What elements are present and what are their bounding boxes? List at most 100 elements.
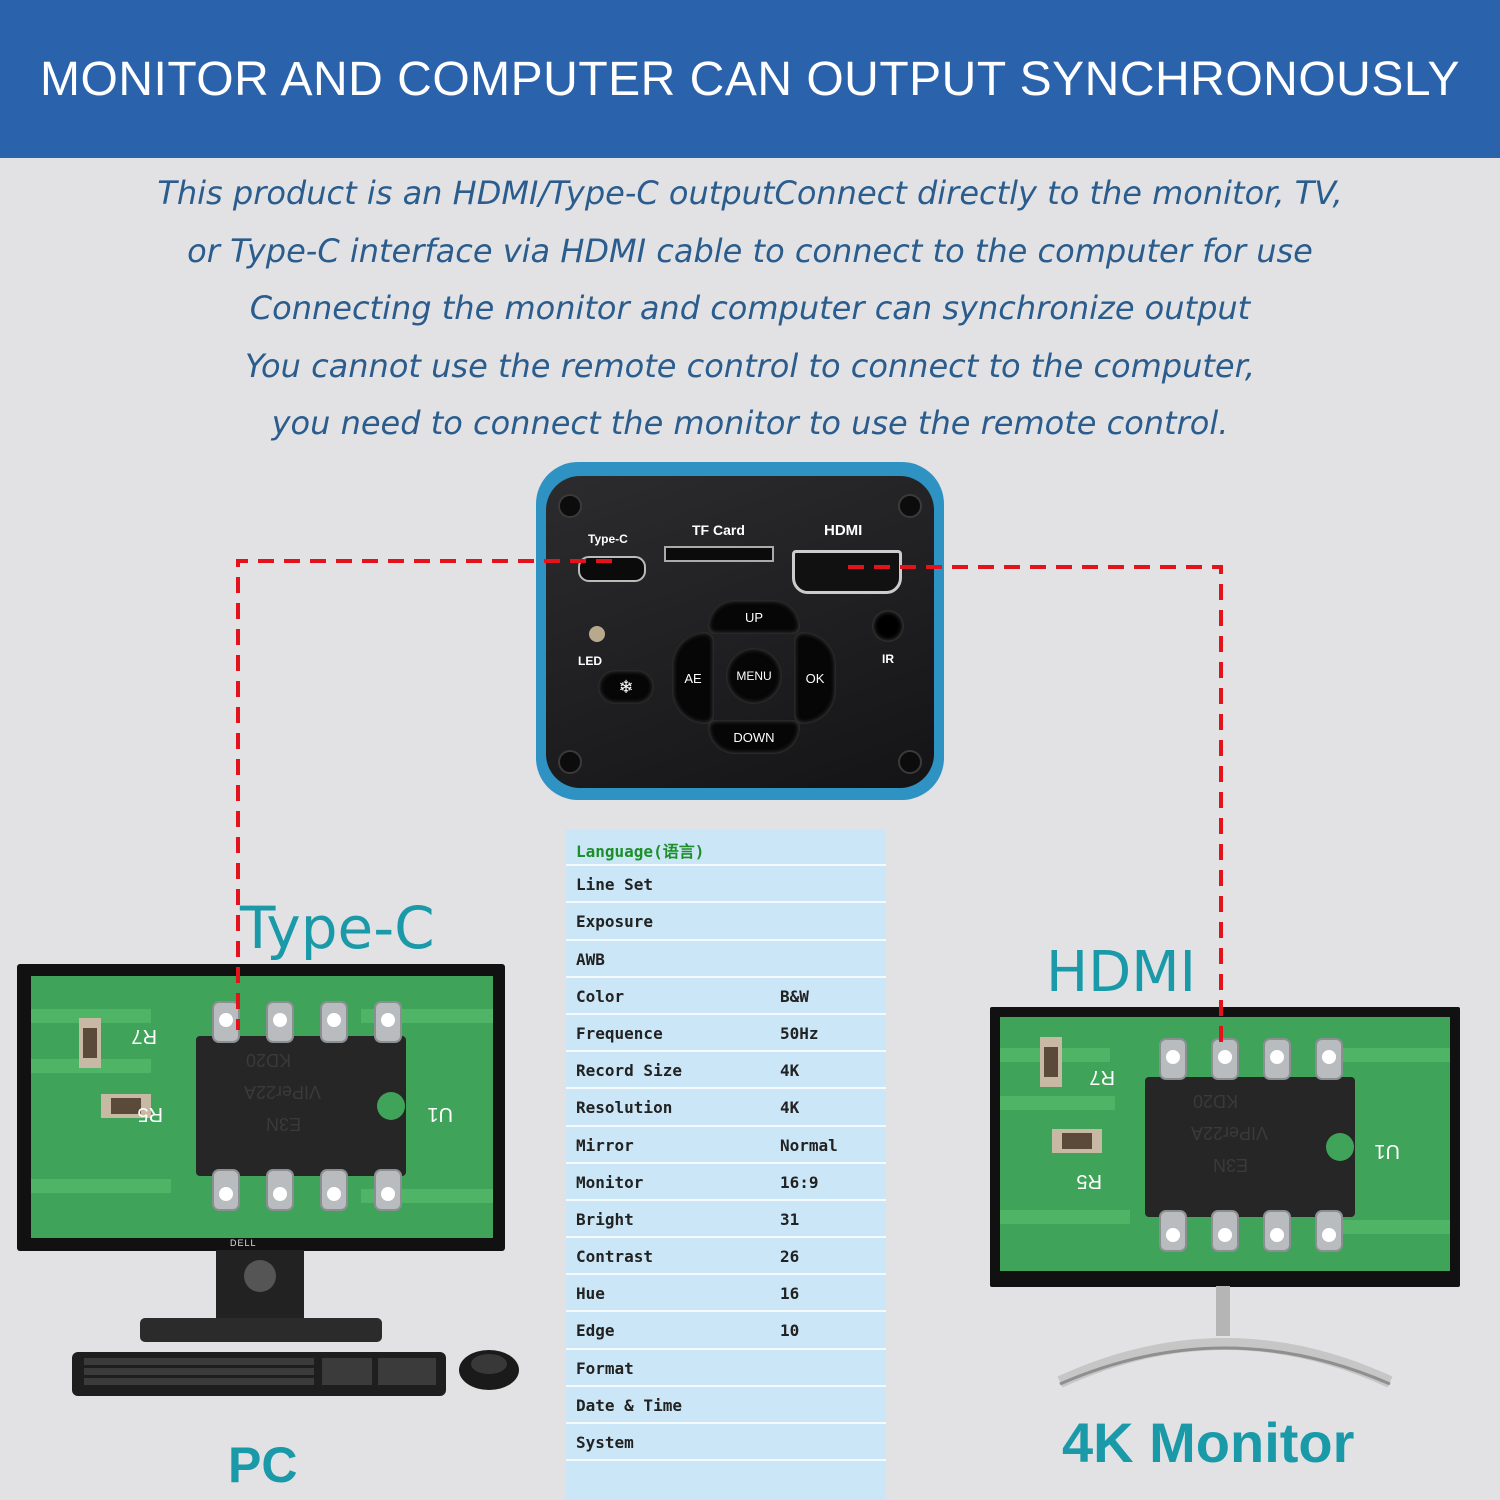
menu-item-value: 50Hz: [780, 1023, 819, 1043]
chip-text: KD20: [246, 1050, 291, 1070]
pcb-label-r7: R7: [1089, 1066, 1115, 1088]
pcb-label-r7: R7: [131, 1025, 157, 1047]
typec-port[interactable]: [578, 556, 646, 582]
menu-item-label: Language(语言): [576, 842, 705, 861]
hdmi-label: HDMI: [1046, 940, 1197, 1005]
intro-line: you need to connect the monitor to use t…: [271, 404, 1229, 442]
menu-item[interactable]: Resolution 4K: [566, 1089, 886, 1127]
pcb-label-u1: U1: [1374, 1140, 1400, 1162]
menu-item-value: 26: [780, 1247, 800, 1267]
led-indicator: [589, 626, 605, 642]
mouse: [459, 1350, 519, 1390]
chip-text: VIPer22A: [244, 1082, 321, 1102]
4k-monitor-label: 4K Monitor: [1062, 1411, 1355, 1474]
ir-receiver-icon: [872, 610, 904, 642]
down-button[interactable]: DOWN: [708, 720, 800, 754]
4k-screen-image: R7 R5 U1 KD20 VIPer22A E3N: [1000, 1017, 1450, 1271]
screw-icon: [898, 494, 922, 518]
menu-item-label: System: [576, 1433, 634, 1452]
menu-item[interactable]: Language(语言): [566, 829, 886, 867]
led-label: LED: [578, 654, 602, 668]
typec-label: Type-C: [240, 894, 435, 962]
menu-item[interactable]: System: [566, 1424, 886, 1462]
freeze-button[interactable]: ❄: [598, 670, 654, 704]
menu-item[interactable]: Contrast 26: [566, 1238, 886, 1276]
chip-text: KD20: [1193, 1091, 1238, 1111]
pc-monitor: R7 R5 U1 KD20 VIPer22A E3N: [17, 964, 505, 1251]
menu-item-label: Format: [576, 1358, 634, 1378]
menu-button[interactable]: MENU: [726, 648, 782, 704]
menu-item-label: Color: [576, 986, 625, 1006]
pcb-label-u1: U1: [427, 1103, 453, 1125]
screw-icon: [558, 750, 582, 774]
ok-button[interactable]: OK: [794, 632, 836, 724]
menu-item-label: Exposure: [576, 912, 654, 932]
menu-item-label: Bright: [576, 1209, 634, 1229]
4k-monitor: R7 R5 U1 KD20 VIPer22A E3N: [990, 1007, 1460, 1287]
pcb-label-r5: R5: [1076, 1170, 1102, 1192]
menu-item-label: Contrast: [576, 1247, 654, 1267]
menu-item-value: 31: [780, 1209, 800, 1229]
chip-text: E3N: [1213, 1155, 1248, 1175]
menu-item-label: AWB: [576, 949, 605, 969]
menu-item-value: 10: [780, 1321, 800, 1341]
header-banner: MONITOR AND COMPUTER CAN OUTPUT SYNCHRON…: [0, 0, 1500, 158]
chip-text: VIPer22A: [1191, 1123, 1268, 1143]
screw-icon: [898, 750, 922, 774]
menu-item[interactable]: Date & Time: [566, 1387, 886, 1424]
intro-line: This product is an HDMI/Type-C outputCon…: [157, 174, 1343, 212]
menu-item-label: Line Set: [576, 875, 654, 895]
pc-monitor-stand: [140, 1250, 382, 1342]
banner-title: MONITOR AND COMPUTER CAN OUTPUT SYNCHRON…: [40, 52, 1460, 106]
menu-item[interactable]: Exposure: [566, 903, 886, 941]
menu-item-label: Hue: [576, 1284, 605, 1304]
menu-item-value: 16:9: [780, 1172, 819, 1192]
menu-item[interactable]: Line Set: [566, 866, 886, 904]
menu-item-label: Edge: [576, 1321, 615, 1341]
menu-item[interactable]: Edge 10: [566, 1312, 886, 1350]
hdmi-port[interactable]: [792, 550, 902, 594]
pc-brand-logo: DELL: [230, 1238, 257, 1248]
pc-screen-image: R7 R5 U1 KD20 VIPer22A E3N: [31, 976, 493, 1238]
intro-line: Connecting the monitor and computer can …: [249, 289, 1251, 327]
camera-panel: Type-C TF Card HDMI LED ❄ UP DOWN AE OK …: [546, 476, 934, 788]
pc-label: PC: [228, 1437, 298, 1493]
menu-item-label: Frequence: [576, 1023, 663, 1043]
menu-item[interactable]: Color B&W: [566, 978, 886, 1015]
intro-line: You cannot use the remote control to con…: [245, 346, 1255, 385]
menu-item-value: 4K: [780, 1098, 800, 1118]
ae-button[interactable]: AE: [672, 632, 714, 724]
tfcard-slot-label: TF Card: [692, 522, 745, 538]
menu-item-label: Monitor: [576, 1172, 644, 1192]
menu-item[interactable]: Frequence 50Hz: [566, 1015, 886, 1053]
ir-label: IR: [882, 652, 894, 666]
intro-text: This product is an HDMI/Type-C outputCon…: [0, 165, 1500, 453]
menu-item-label: Mirror: [576, 1135, 634, 1155]
intro-line: or Type-C interface via HDMI cable to co…: [187, 231, 1313, 270]
menu-item-value: 16: [780, 1284, 800, 1304]
camera-device: Type-C TF Card HDMI LED ❄ UP DOWN AE OK …: [536, 462, 944, 800]
menu-item-label: Record Size: [576, 1061, 682, 1081]
menu-item-label: Date & Time: [576, 1395, 682, 1415]
menu-item-label: Resolution: [576, 1098, 673, 1118]
pcb-label-r5: R5: [137, 1103, 163, 1125]
menu-item-value: Normal: [780, 1135, 838, 1155]
menu-item[interactable]: Monitor 16:9: [566, 1164, 886, 1201]
menu-item-value: B&W: [780, 986, 809, 1006]
menu-item[interactable]: Hue 16: [566, 1275, 886, 1313]
up-button[interactable]: UP: [708, 600, 800, 634]
menu-item[interactable]: Record Size 4K: [566, 1052, 886, 1090]
menu-item[interactable]: Mirror Normal: [566, 1127, 886, 1164]
menu-item[interactable]: Format: [566, 1350, 886, 1387]
keyboard: [72, 1352, 446, 1396]
tfcard-slot[interactable]: [664, 546, 774, 562]
menu-item-value: 4K: [780, 1061, 800, 1081]
hdmi-port-label: HDMI: [824, 522, 863, 539]
screw-icon: [558, 494, 582, 518]
menu-item[interactable]: AWB: [566, 941, 886, 978]
chip-text: E3N: [266, 1114, 301, 1134]
menu-item[interactable]: Bright 31: [566, 1201, 886, 1239]
4k-monitor-stand: [1057, 1286, 1393, 1388]
typec-port-label: Type-C: [588, 532, 628, 546]
